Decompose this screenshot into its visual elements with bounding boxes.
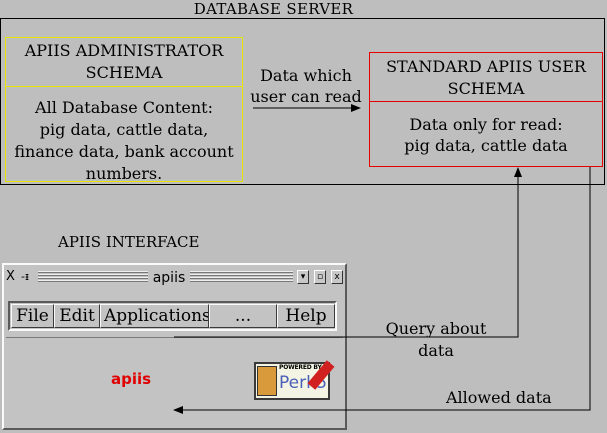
user-schema-box [369,52,603,167]
perl-powered-text: POWERED BY [279,364,322,371]
titlebar-grip-right [190,271,293,283]
admin-title-line1: APIIS ADMINISTRATOR [24,41,224,60]
user-schema-divider [369,101,603,102]
close-button[interactable]: x [331,270,343,284]
admin-content-line1: All Database Content: [35,98,213,117]
query-label-line1: Query about [385,319,487,338]
read-access-label: Data which user can read [244,65,368,107]
admin-schema-box [5,37,243,182]
maximize-button[interactable]: ▫ [314,270,326,284]
admin-content-line4: numbers. [85,164,163,183]
user-title-line1: STANDARD APIIS USER [386,57,586,76]
database-server-title: DATABASE SERVER [193,0,354,18]
query-label-line2: data [418,341,454,360]
titlebar-grip-left [38,271,148,283]
menu-edit[interactable]: Edit [54,304,100,328]
camel-icon [257,366,277,396]
database-server-frame [0,18,605,185]
window-pin-icon[interactable]: -ᵻ [21,270,30,283]
allowed-data-label: Allowed data [446,388,552,407]
menu-more[interactable]: ... [209,304,277,328]
minimize-button[interactable]: ▾ [297,270,309,284]
read-label-line1: Data which [260,66,352,85]
admin-content-line2: pig data, cattle data, [39,120,209,139]
admin-title-line2: SCHEMA [85,63,163,82]
read-label-line2: user can read [250,87,362,106]
user-title-line2: SCHEMA [447,79,525,98]
user-schema-title: STANDARD APIIS USER SCHEMA [369,56,603,100]
window-menu-close-icon[interactable]: X [6,269,15,284]
user-content-line2: pig data, cattle data [404,136,568,155]
user-schema-content: Data only for read: pig data, cattle dat… [369,114,603,156]
menu-bar [8,301,337,331]
admin-schema-divider [5,86,243,87]
user-content-line1: Data only for read: [409,115,563,134]
query-label: Query about data [378,318,494,362]
admin-schema-title: APIIS ADMINISTRATOR SCHEMA [5,40,243,84]
menu-file[interactable]: File [11,304,54,328]
app-window [2,263,347,430]
app-name-label: apiis [110,370,152,388]
interface-title: APIIS INTERFACE [58,233,200,251]
menu-help[interactable]: Help [277,304,335,328]
allowed-data-arrow [173,167,591,414]
query-arrow [174,167,522,338]
window-title: apiis [152,270,186,286]
admin-content-line3: finance data, bank account [14,142,234,161]
admin-schema-content: All Database Content: pig data, cattle d… [0,97,252,185]
menu-applications[interactable]: Applications [100,304,209,328]
